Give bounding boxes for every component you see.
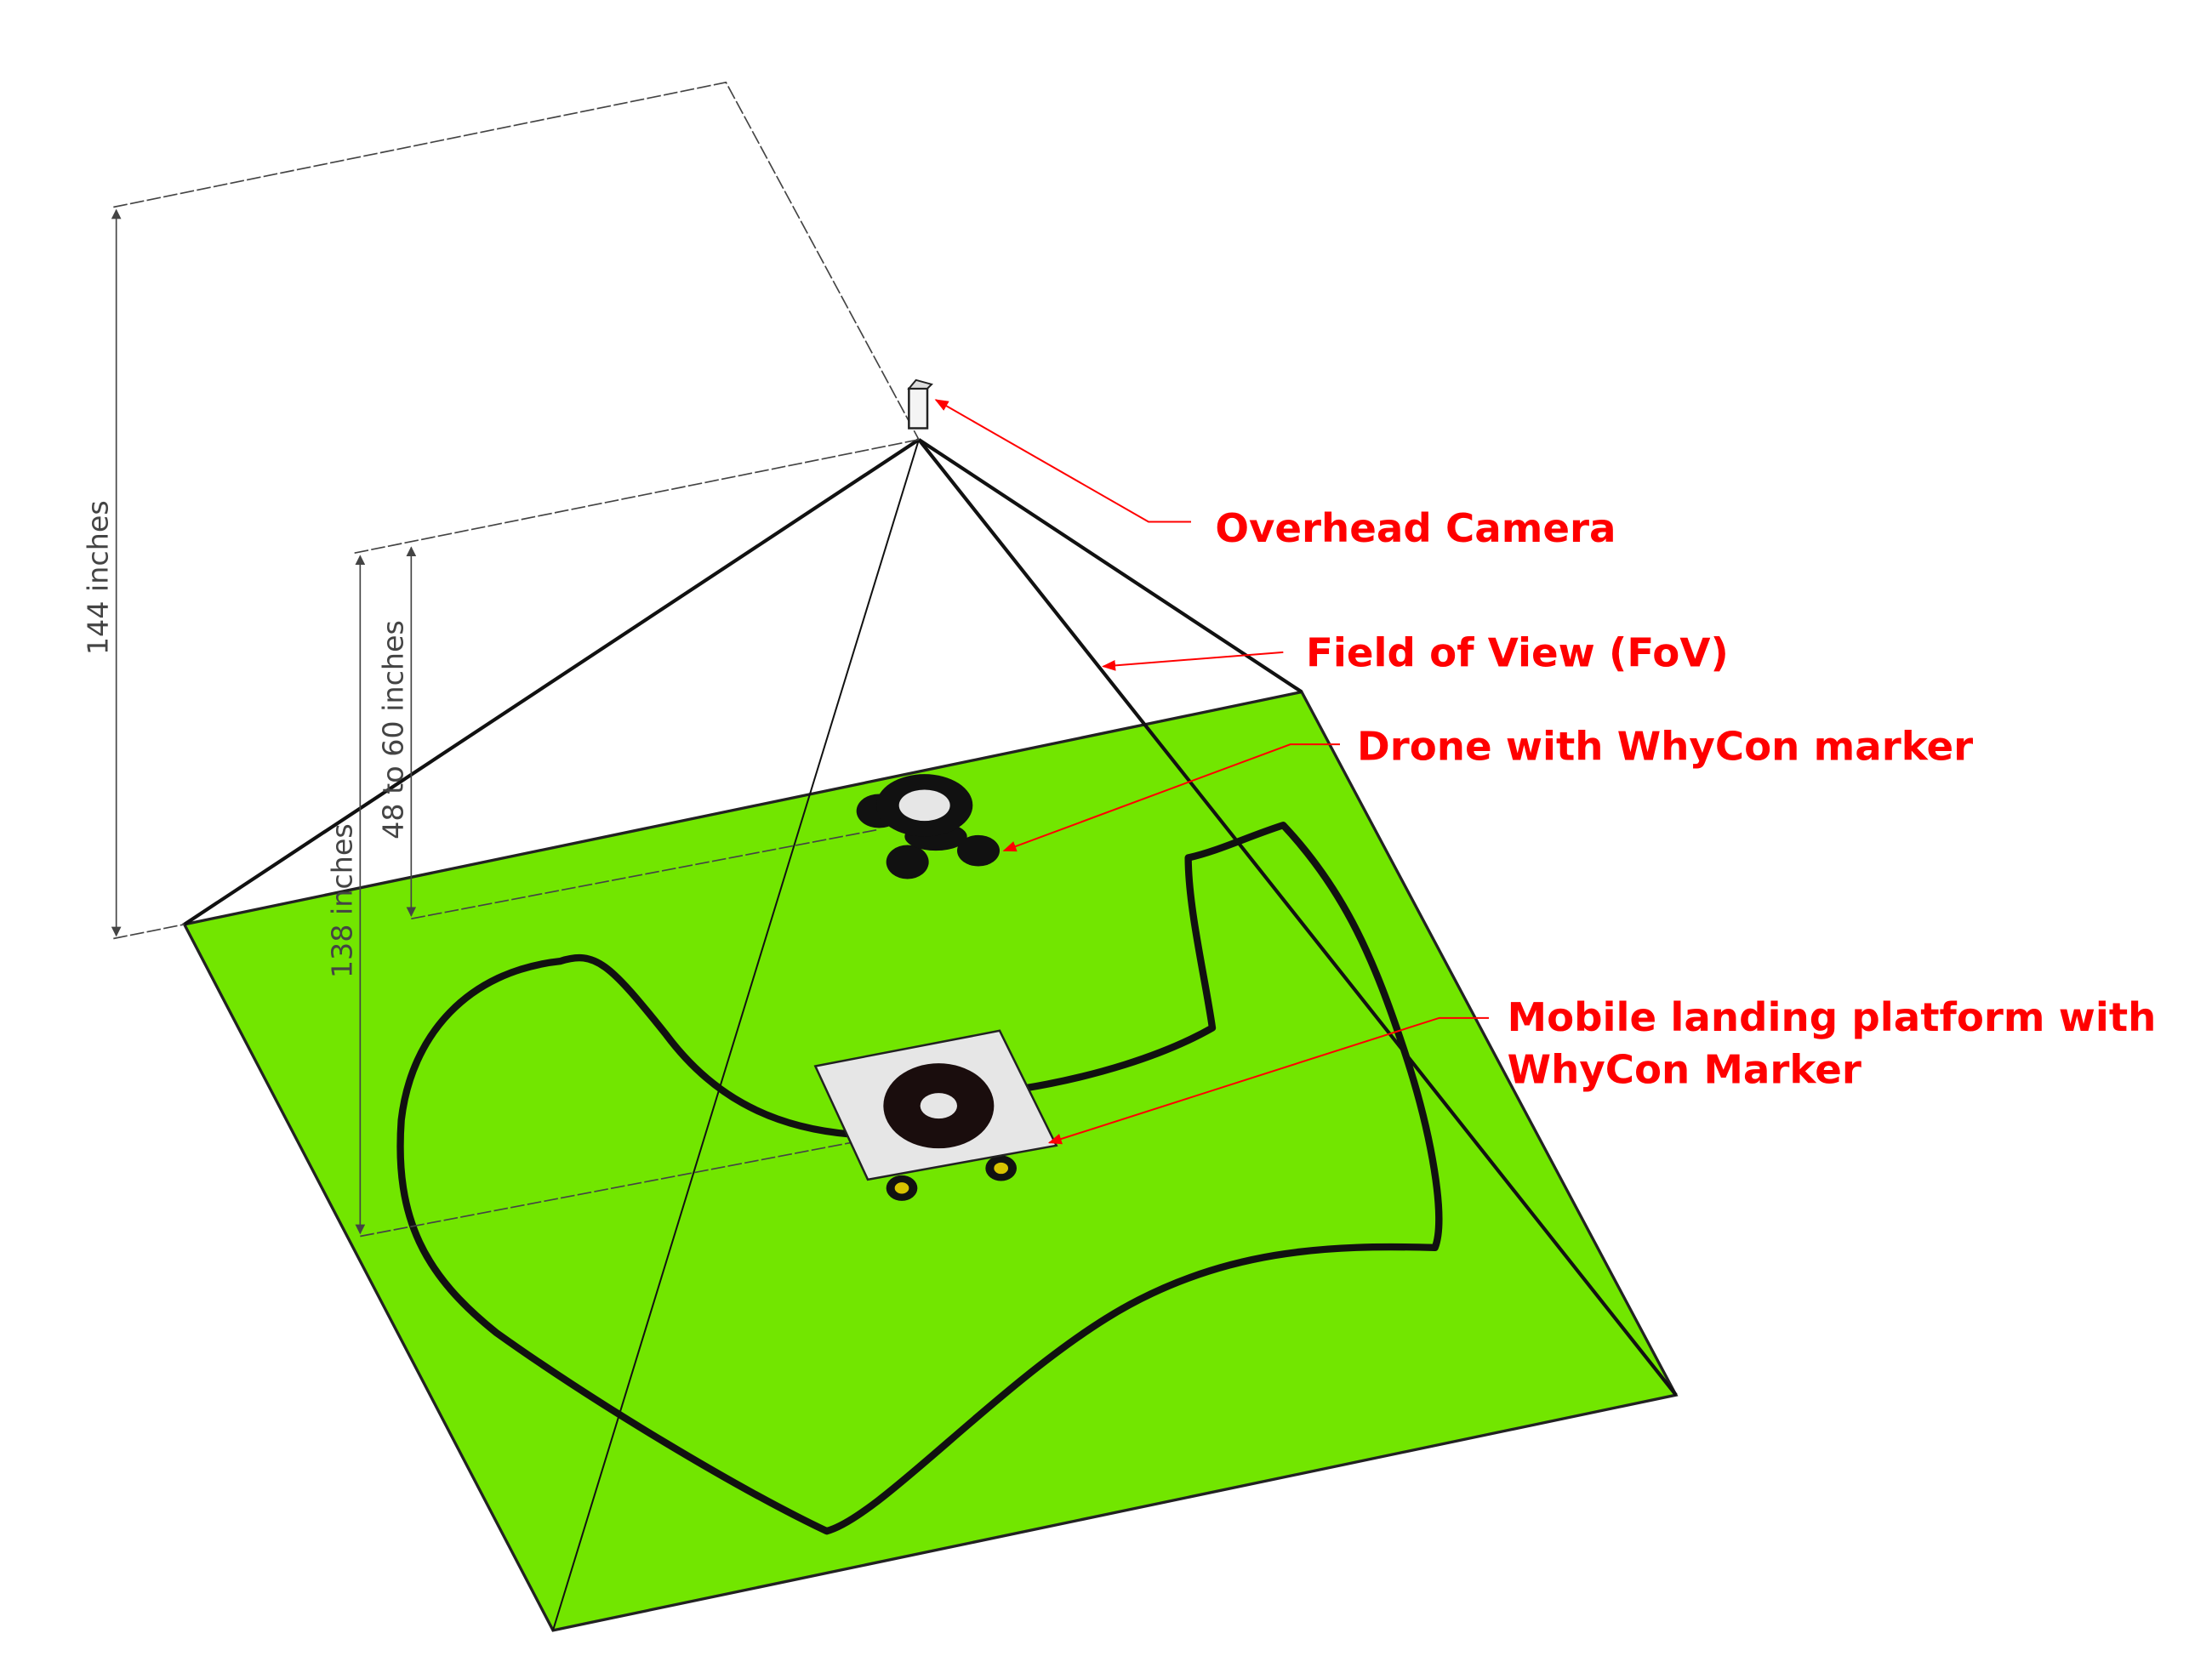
platform-height-label: 138 inches: [325, 823, 358, 978]
drone-icon: [856, 774, 1000, 879]
fov-label: Field of View (FoV): [1306, 631, 1729, 677]
field-of-view-lines: [183, 438, 1678, 1631]
platform-label-line1: Mobile landing platform with: [1508, 995, 2157, 1041]
callout-leaders: [934, 399, 1489, 1145]
platform-label-line2: WhyCon Marker: [1508, 1048, 1861, 1094]
drone-label: Drone with WhyCon marker: [1357, 725, 1973, 771]
overhead-camera-label: Overhead Camera: [1215, 506, 1616, 552]
camera-icon: [907, 378, 933, 430]
landing-platform-icon: [813, 1029, 1058, 1201]
dimension-lines: [111, 81, 920, 1238]
drone-height-label: 48 to 60 inches: [376, 620, 409, 839]
camera-height-label: 144 inches: [82, 500, 115, 655]
track-path: [396, 822, 1443, 1535]
